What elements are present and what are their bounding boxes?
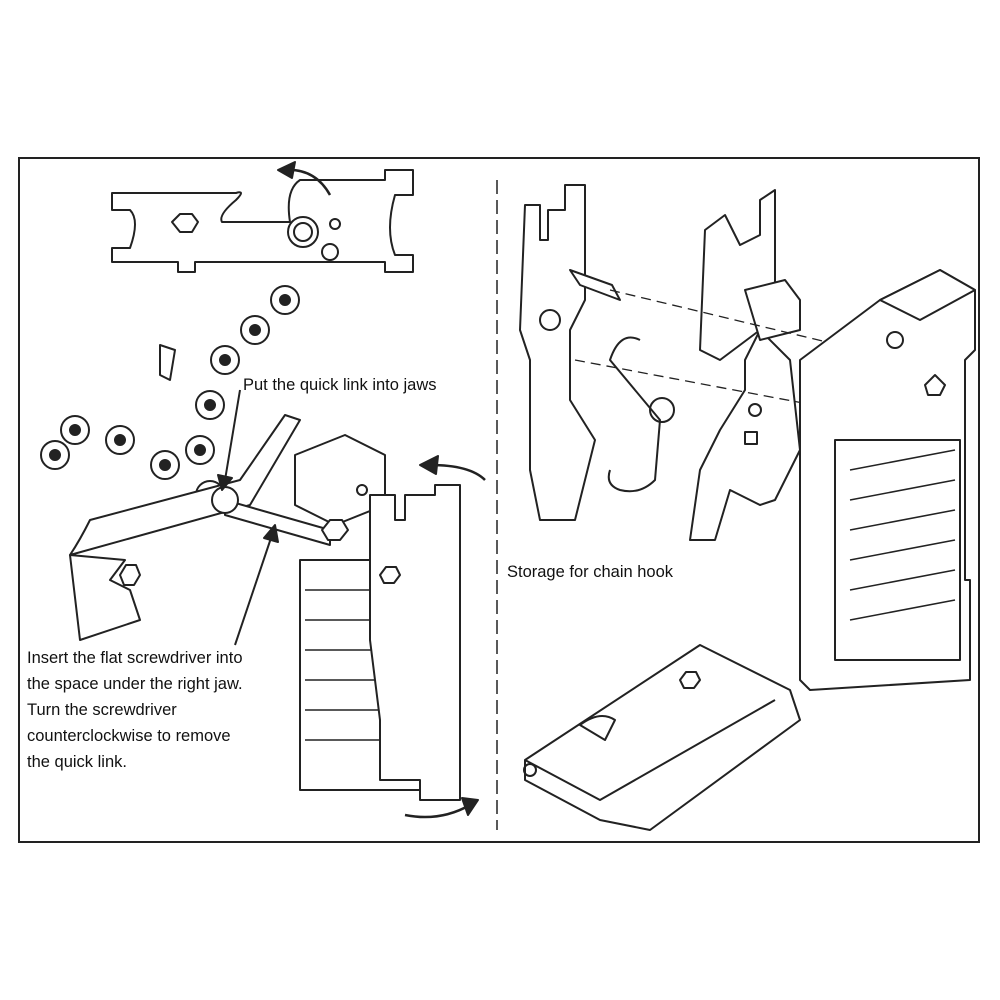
bike-chain [40, 285, 300, 510]
rotate-arrow-icon [429, 463, 486, 481]
right-jaw-part [689, 189, 801, 541]
flat-tool-angled [69, 344, 301, 641]
assembly-line [609, 289, 861, 351]
instruction-line: the quick link. [27, 753, 127, 771]
quick-link-label: Put the quick link into jaws [243, 376, 437, 394]
chain-hook [607, 336, 675, 493]
folded-tool [523, 644, 801, 831]
hex-nut-icon [171, 213, 199, 233]
assembly-line [574, 359, 841, 411]
flat-tool-top [111, 161, 414, 273]
rotate-arrow-icon [404, 803, 471, 819]
diagram-frame [18, 157, 980, 843]
chain-hook-storage-label: Storage for chain hook [507, 563, 674, 581]
callout-arrows [217, 389, 279, 646]
instruction-line: Insert the flat screwdriver into [27, 649, 243, 667]
multi-tool-body-left [294, 434, 486, 819]
instructions-text: Insert the flat screwdriver into the spa… [27, 645, 243, 775]
instruction-line: Turn the screwdriver [27, 701, 177, 719]
instruction-line: counterclockwise to remove [27, 727, 231, 745]
left-jaw-part [519, 184, 621, 521]
multi-tool-body-right [799, 269, 976, 691]
instruction-line: the space under the right jaw. [27, 675, 243, 693]
